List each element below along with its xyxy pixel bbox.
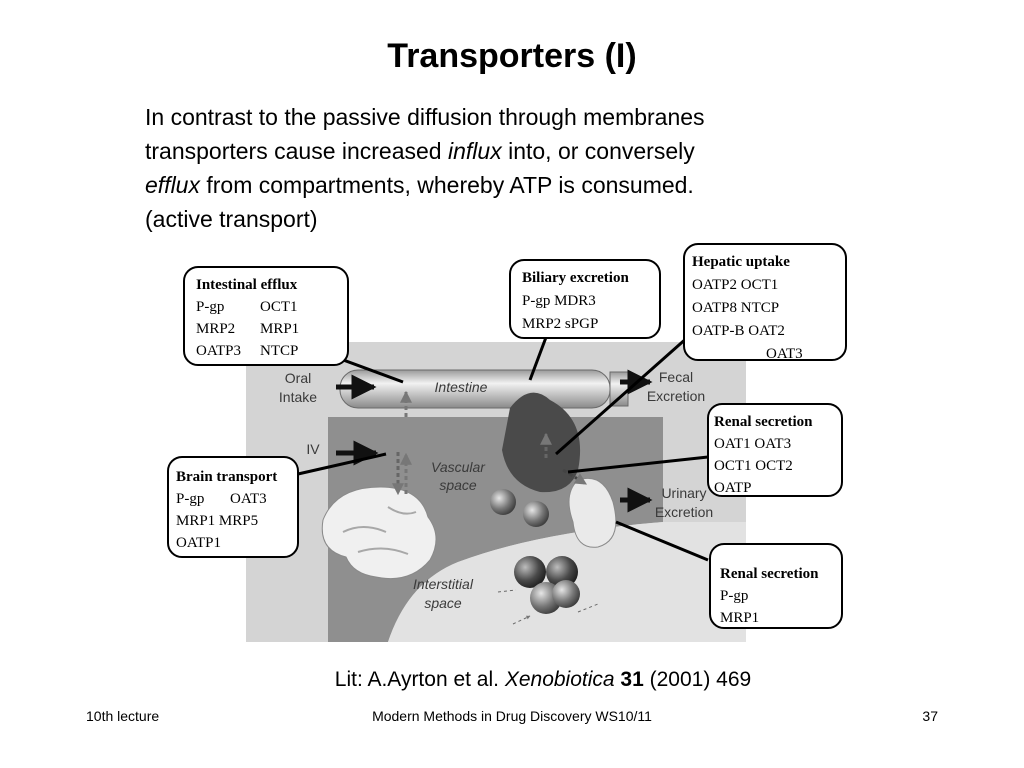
callout-biliary-excretion: Biliary excretion P-gp MDR3 MRP2 sPGP [509, 259, 661, 339]
molecule-ball [514, 556, 546, 588]
svg-text:Excretion: Excretion [655, 504, 713, 520]
body-line-2-end: into, or conversely [501, 138, 695, 164]
svg-text:OATP2 OCT1: OATP2 OCT1 [692, 277, 778, 293]
renal-secretion-2-pointer [615, 520, 709, 562]
svg-text:space: space [424, 595, 462, 611]
fecal-excretion-label: Fecal Excretion [647, 369, 705, 404]
transporter-diagram: Oral Intake Intestine Fecal Excretion IV… [158, 232, 856, 654]
efflux-term: efflux [145, 172, 200, 198]
svg-text:P-gp: P-gp [720, 588, 748, 604]
body-line-2: transporters cause increased influx into… [145, 134, 865, 168]
svg-text:Oral: Oral [285, 370, 311, 386]
svg-text:MRP1: MRP1 [720, 610, 759, 626]
biliary-excretion-pointer [528, 331, 550, 381]
svg-text:P-gp MDR3: P-gp MDR3 [522, 293, 596, 309]
molecule-ball [523, 501, 549, 527]
footer-page-number: 37 [922, 708, 938, 724]
svg-text:Hepatic uptake: Hepatic uptake [692, 254, 790, 270]
vascular-space-label: Vascular space [431, 459, 486, 493]
svg-text:OATP3: OATP3 [196, 343, 241, 359]
svg-text:OAT1 OAT3: OAT1 OAT3 [714, 436, 791, 452]
svg-text:P-gp: P-gp [196, 299, 224, 315]
svg-text:OAT3: OAT3 [766, 346, 803, 362]
hepatic-uptake-pointer [555, 335, 689, 456]
callout-brain-transport: Brain transport P-gp OAT3 MRP1 MRP5 OATP… [167, 456, 299, 558]
citation-volume: 31 [620, 668, 644, 691]
citation: Lit: A.Ayrton et al. Xenobiotica 31 (200… [0, 666, 1024, 694]
interstitial-space-label: Interstitial space [413, 576, 474, 611]
svg-text:NTCP: NTCP [260, 343, 298, 359]
citation-prefix: Lit: A.Ayrton et al. [334, 668, 505, 691]
svg-text:Fecal: Fecal [659, 369, 693, 385]
svg-text:OATP8 NTCP: OATP8 NTCP [692, 300, 779, 316]
iv-label: IV [306, 441, 320, 457]
svg-text:Intake: Intake [279, 389, 317, 405]
svg-text:space: space [439, 477, 477, 493]
callout-renal-secretion: Renal secretion OAT1 OAT3 OCT1 OCT2 OATP [707, 403, 843, 497]
svg-text:Biliary excretion: Biliary excretion [522, 270, 629, 286]
svg-text:Urinary: Urinary [661, 485, 706, 501]
body-line-2-start: transporters cause increased [145, 138, 448, 164]
callout-intestinal-efflux: Intestinal efflux P-gp OCT1 MRP2 MRP1 OA… [183, 266, 349, 366]
footer-course: Modern Methods in Drug Discovery WS10/11 [372, 708, 652, 724]
body-text: In contrast to the passive diffusion thr… [145, 100, 865, 236]
intestine-outlet [609, 371, 629, 407]
svg-text:Brain transport: Brain transport [176, 469, 277, 485]
svg-text:OCT1 OCT2: OCT1 OCT2 [714, 458, 793, 474]
svg-text:MRP1 MRP5: MRP1 MRP5 [176, 513, 258, 529]
svg-text:Intestinal efflux: Intestinal efflux [196, 277, 298, 293]
influx-term: influx [448, 138, 502, 164]
urinary-excretion-label: Urinary Excretion [655, 485, 713, 520]
brain-folds [342, 506, 417, 555]
svg-text:Vascular: Vascular [431, 459, 486, 475]
svg-text:OATP1: OATP1 [176, 535, 221, 551]
svg-text:Interstitial: Interstitial [413, 576, 474, 592]
body-line-3-end: from compartments, whereby ATP is consum… [199, 172, 694, 198]
brain-shape [321, 486, 437, 580]
svg-text:MRP2 sPGP: MRP2 sPGP [522, 316, 598, 332]
oral-intake-label: Oral Intake [279, 370, 317, 405]
kidney-shape [568, 477, 617, 548]
intestine-label: Intestine [435, 379, 488, 395]
svg-text:MRP2: MRP2 [196, 321, 235, 337]
svg-text:Excretion: Excretion [647, 388, 705, 404]
body-line-4: (active transport) [145, 206, 318, 232]
callout-renal-secretion-2: Renal secretion P-gp MRP1 [709, 543, 843, 629]
callout-hepatic-uptake: Hepatic uptake OATP2 OCT1 OATP8 NTCP OAT… [683, 243, 847, 362]
molecule-ball [552, 580, 580, 608]
svg-text:OATP: OATP [714, 480, 752, 496]
renal-secretion-pointer [567, 455, 709, 474]
footer-lecture: 10th lecture [86, 708, 160, 724]
svg-text:P-gp: P-gp [176, 491, 204, 507]
renal-arrow [562, 468, 588, 486]
svg-text:Renal secretion: Renal secretion [714, 414, 813, 430]
svg-text:OATP-B OAT2: OATP-B OAT2 [692, 323, 785, 339]
vascular-space-region [328, 417, 663, 642]
body-line-1: In contrast to the passive diffusion thr… [145, 104, 705, 130]
svg-text:Renal secretion: Renal secretion [720, 566, 819, 582]
molecule-ball [490, 489, 516, 515]
citation-suffix: (2001) 469 [643, 668, 752, 691]
svg-text:MRP1: MRP1 [260, 321, 299, 337]
diagram-canvas: Oral Intake Intestine Fecal Excretion IV… [158, 232, 856, 654]
brain-transport-pointer [297, 452, 387, 476]
body-line-3: efflux from compartments, whereby ATP is… [145, 168, 865, 202]
slide-title: Transporters (I) [387, 37, 637, 75]
svg-text:OCT1: OCT1 [260, 299, 298, 315]
citation-journal: Xenobiotica [504, 668, 615, 691]
svg-text:OAT3: OAT3 [230, 491, 267, 507]
molecule-ball [546, 556, 578, 588]
